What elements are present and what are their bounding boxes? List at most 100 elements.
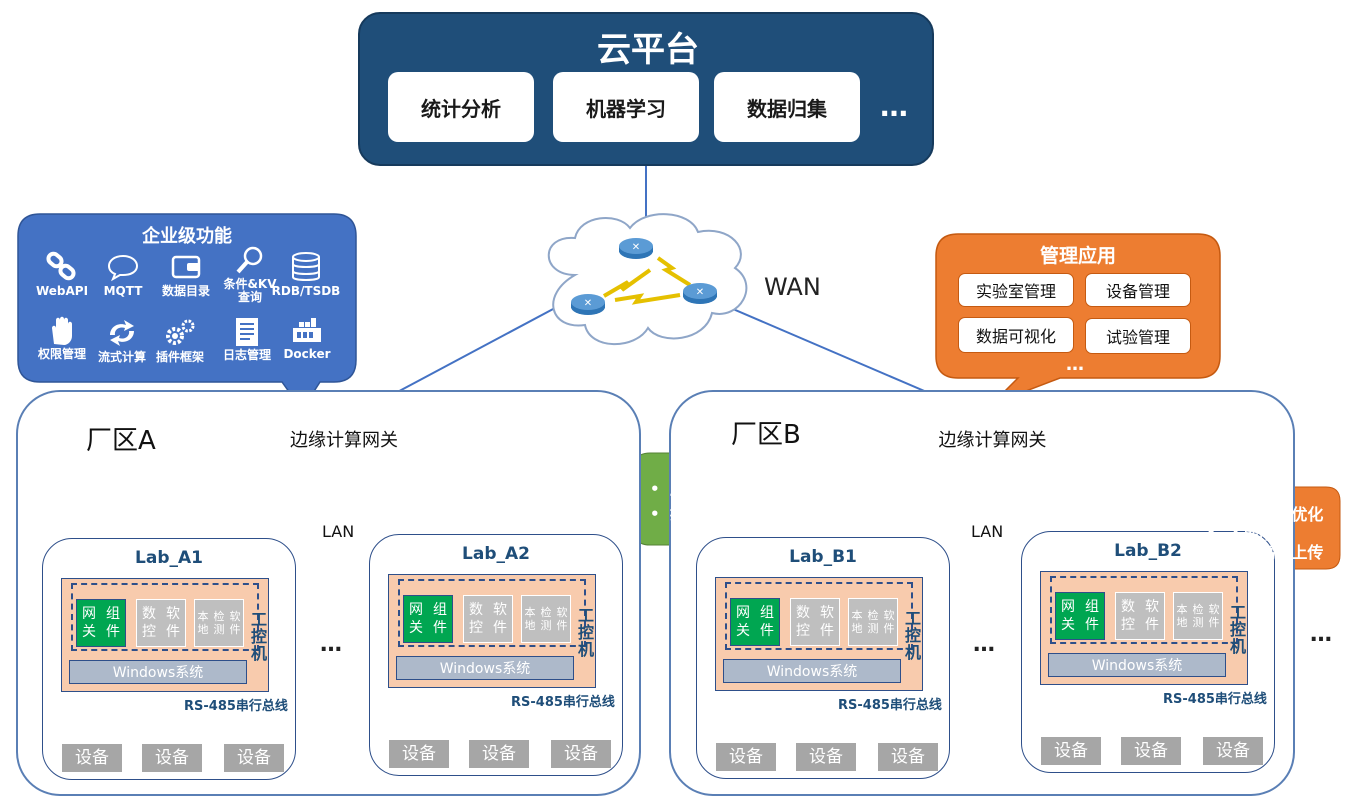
industrial-pc-label: 工控机 (577, 606, 594, 659)
cloud-platform-title: 云平台 (597, 30, 699, 70)
industrial-pc-label: 工控机 (1229, 603, 1246, 656)
feature-label: 数据目录 (154, 285, 218, 298)
wallet-icon (168, 251, 204, 285)
gateway-component: 网关组件 (76, 599, 126, 647)
feature-label: Docker (275, 348, 339, 361)
rs485-bus-label: RS-485串行总线 (184, 699, 288, 714)
local-software-line2: 检测 (1192, 603, 1204, 629)
device-box: 设备 (62, 744, 122, 772)
software-group (725, 582, 913, 650)
plants-more: … (1310, 622, 1333, 647)
green-bullet-1: • 应用易部署、易迁移、易拓展 (650, 480, 866, 498)
recycle-arrows-icon (104, 317, 140, 351)
router-icon: ✕ (683, 283, 717, 304)
router-icon: ✕ (571, 294, 605, 315)
feature-label: 流式计算 (90, 351, 154, 364)
feature-label: 日志管理 (215, 349, 279, 362)
device-box: 设备 (142, 744, 202, 772)
cnc-software-line2: 软件 (820, 605, 834, 639)
feature-label-text: 流式计算 (97, 350, 146, 364)
industrial-pc-label: 工控机 (250, 610, 267, 663)
feature-label: RDB/TSDB (264, 285, 348, 298)
feature-label-text: 插件框架 (155, 350, 204, 364)
windows-os: Windows系统 (69, 660, 247, 684)
feature-label-text: RDB/TSDB (271, 284, 341, 298)
cnc-software-line1: 数控 (1121, 599, 1135, 633)
gateway-component: 网关组件 (730, 598, 780, 646)
local-software-line2: 检测 (867, 609, 879, 635)
cnc-software: 数控软件 (136, 599, 186, 647)
cnc-software-line2: 软件 (166, 606, 180, 640)
local-software-line3: 软件 (229, 610, 241, 636)
cnc-software-line1: 数控 (469, 602, 483, 636)
gateway-component-line2: 组件 (1085, 599, 1099, 633)
local-inspection-software: 本地检测软件 (194, 599, 244, 647)
feature-label-text: 数据目录 (161, 284, 210, 298)
plant-a-label: 厂区A (86, 426, 156, 456)
mgmt-data-visualization: 数据可视化 (958, 317, 1074, 353)
rs485-bus-label: RS-485串行总线 (838, 698, 942, 713)
feature-label: MQTT (91, 285, 155, 298)
green-bullet-1-text: 应用易部署、易迁移、易拓展 (670, 480, 866, 498)
router-icon: ✕ (619, 238, 653, 259)
green-bullet-2: • 按需按约为云平台供数 (650, 505, 821, 523)
device-box: 设备 (551, 740, 611, 768)
docker-icon (289, 314, 325, 348)
lab-title: Lab_A1 (135, 548, 203, 568)
feature-label: 插件框架 (148, 351, 212, 364)
local-software-line1: 本地 (524, 606, 536, 632)
service-statistics: 统计分析 (388, 72, 534, 142)
gears-icon (162, 317, 198, 351)
orange-bullet-1-text: 软件框架优化 (1227, 505, 1324, 524)
svg-text:✕: ✕ (696, 287, 704, 298)
local-inspection-software: 本地检测软件 (848, 598, 898, 646)
cloud-platform: 云平台 统计分析 机器学习 数据归集 … (358, 12, 934, 166)
plant-b-label: 厂区B (731, 420, 801, 450)
orange-bullet-2: • 入库响应 (1206, 524, 1292, 543)
local-software-line1: 本地 (851, 609, 863, 635)
local-software-line3: 软件 (556, 606, 568, 632)
feature-label-text: 条件&KV (223, 277, 277, 291)
wan-label: WAN (764, 273, 821, 301)
wan-cloud-icon: ✕ ✕ ✕ (547, 213, 748, 346)
feature-label: 权限管理 (30, 348, 94, 361)
document-icon (229, 315, 265, 349)
gateway-b-label: 边缘计算网关 (938, 430, 1047, 451)
lab-title: Lab_A2 (462, 544, 530, 564)
local-software-line1: 本地 (1176, 603, 1188, 629)
feature-label-text: MQTT (103, 284, 143, 298)
gateway-component-line1: 网关 (736, 605, 750, 639)
management-title: 管理应用 (1039, 245, 1116, 267)
orange-bullet-1: • 软件框架优化 (1206, 505, 1324, 524)
svg-text:✕: ✕ (632, 242, 640, 253)
mgmt-device-management: 设备管理 (1085, 273, 1191, 307)
gateway-component-line2: 组件 (106, 606, 120, 640)
cnc-software: 数控软件 (463, 595, 513, 643)
gateway-a-label: 边缘计算网关 (290, 430, 398, 451)
hand-icon (44, 314, 80, 348)
enterprise-title: 企业级功能 (142, 226, 232, 247)
management-more: … (1066, 354, 1084, 375)
device-box: 设备 (1203, 737, 1263, 765)
windows-os: Windows系统 (396, 656, 574, 680)
software-group (71, 583, 259, 651)
service-machine-learning: 机器学习 (553, 72, 699, 142)
gateway-component-line2: 组件 (433, 602, 447, 636)
windows-os: Windows系统 (723, 659, 901, 683)
svg-text:✕: ✕ (584, 298, 592, 309)
mgmt-test-management: 试验管理 (1085, 318, 1191, 354)
lab-title: Lab_B2 (1114, 541, 1182, 561)
gateway-component-line1: 网关 (1061, 599, 1075, 633)
device-box: 设备 (878, 743, 938, 771)
gateway-component-line1: 网关 (82, 606, 96, 640)
orange-bullet-3: • 数据高速上传 (1206, 543, 1324, 562)
device-box: 设备 (469, 740, 529, 768)
lab-title: Lab_B1 (789, 547, 857, 567)
magnifier-icon (232, 244, 268, 278)
local-software-line1: 本地 (197, 610, 209, 636)
local-inspection-software: 本地检测软件 (521, 595, 571, 643)
software-group (398, 579, 586, 647)
cnc-software-line1: 数控 (142, 606, 156, 640)
cnc-software: 数控软件 (1115, 592, 1165, 640)
